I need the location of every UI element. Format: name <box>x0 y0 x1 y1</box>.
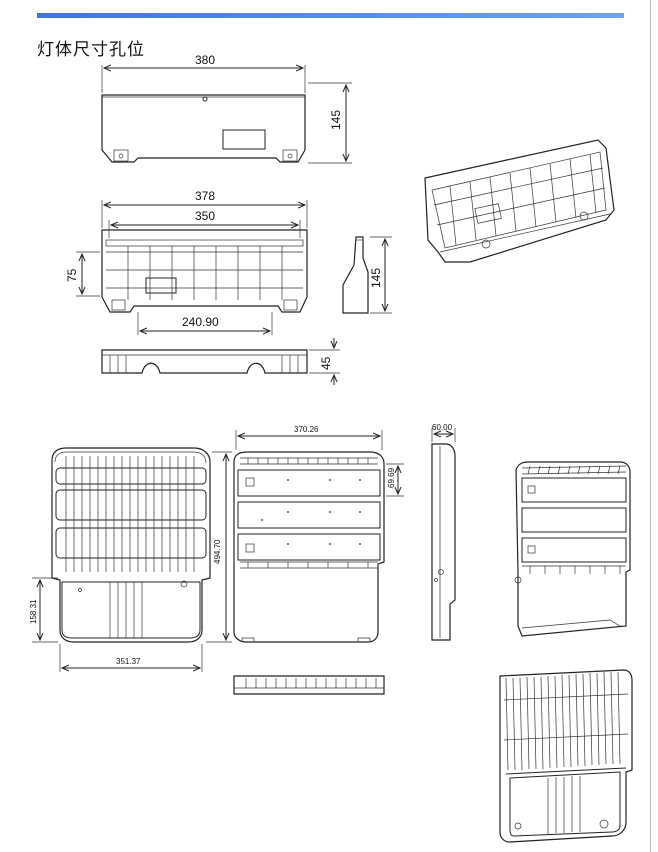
rear-view-mid: 378 350 75 240.90 <box>65 189 308 335</box>
dim-mid-outer-width: 378 <box>195 189 215 203</box>
dim-side-height: 145 <box>369 268 383 288</box>
page-title: 灯体尺寸孔位 <box>37 40 145 60</box>
dim-panel-width: 370.26 <box>294 425 319 434</box>
rear-view-heatsink: 494.70 158.31 351.37 <box>29 447 232 672</box>
bottom-view-strip: 45 <box>101 338 340 385</box>
dim-mid-height: 75 <box>65 268 79 282</box>
iso-view-housing <box>424 139 615 263</box>
dim-overall-height: 494.70 <box>213 539 222 564</box>
dim-top-height: 145 <box>329 110 343 130</box>
iso-view-panel <box>514 461 631 637</box>
front-view-panel: 370.26 69.69 <box>233 425 404 643</box>
dim-bottom-depth: 45 <box>319 356 333 370</box>
header-bar <box>37 13 624 18</box>
side-view-slim: 60.00 <box>431 423 456 641</box>
dim-bracket-width: 351.37 <box>116 657 141 666</box>
bottom-edge-strip <box>233 675 385 695</box>
page-border <box>650 0 651 852</box>
front-view-top: 380 145 <box>101 53 352 164</box>
dim-panel-depth: 60.00 <box>432 423 453 432</box>
dim-panel-rail: 69.69 <box>387 467 396 488</box>
dim-mid-inner-width: 350 <box>195 209 215 223</box>
dim-hole-spacing: 240.90 <box>182 315 219 329</box>
dim-bracket-height: 158.31 <box>29 599 38 624</box>
iso-view-heatsink <box>499 669 633 843</box>
dim-top-width: 380 <box>195 53 215 67</box>
side-view-profile: 145 <box>342 236 392 314</box>
